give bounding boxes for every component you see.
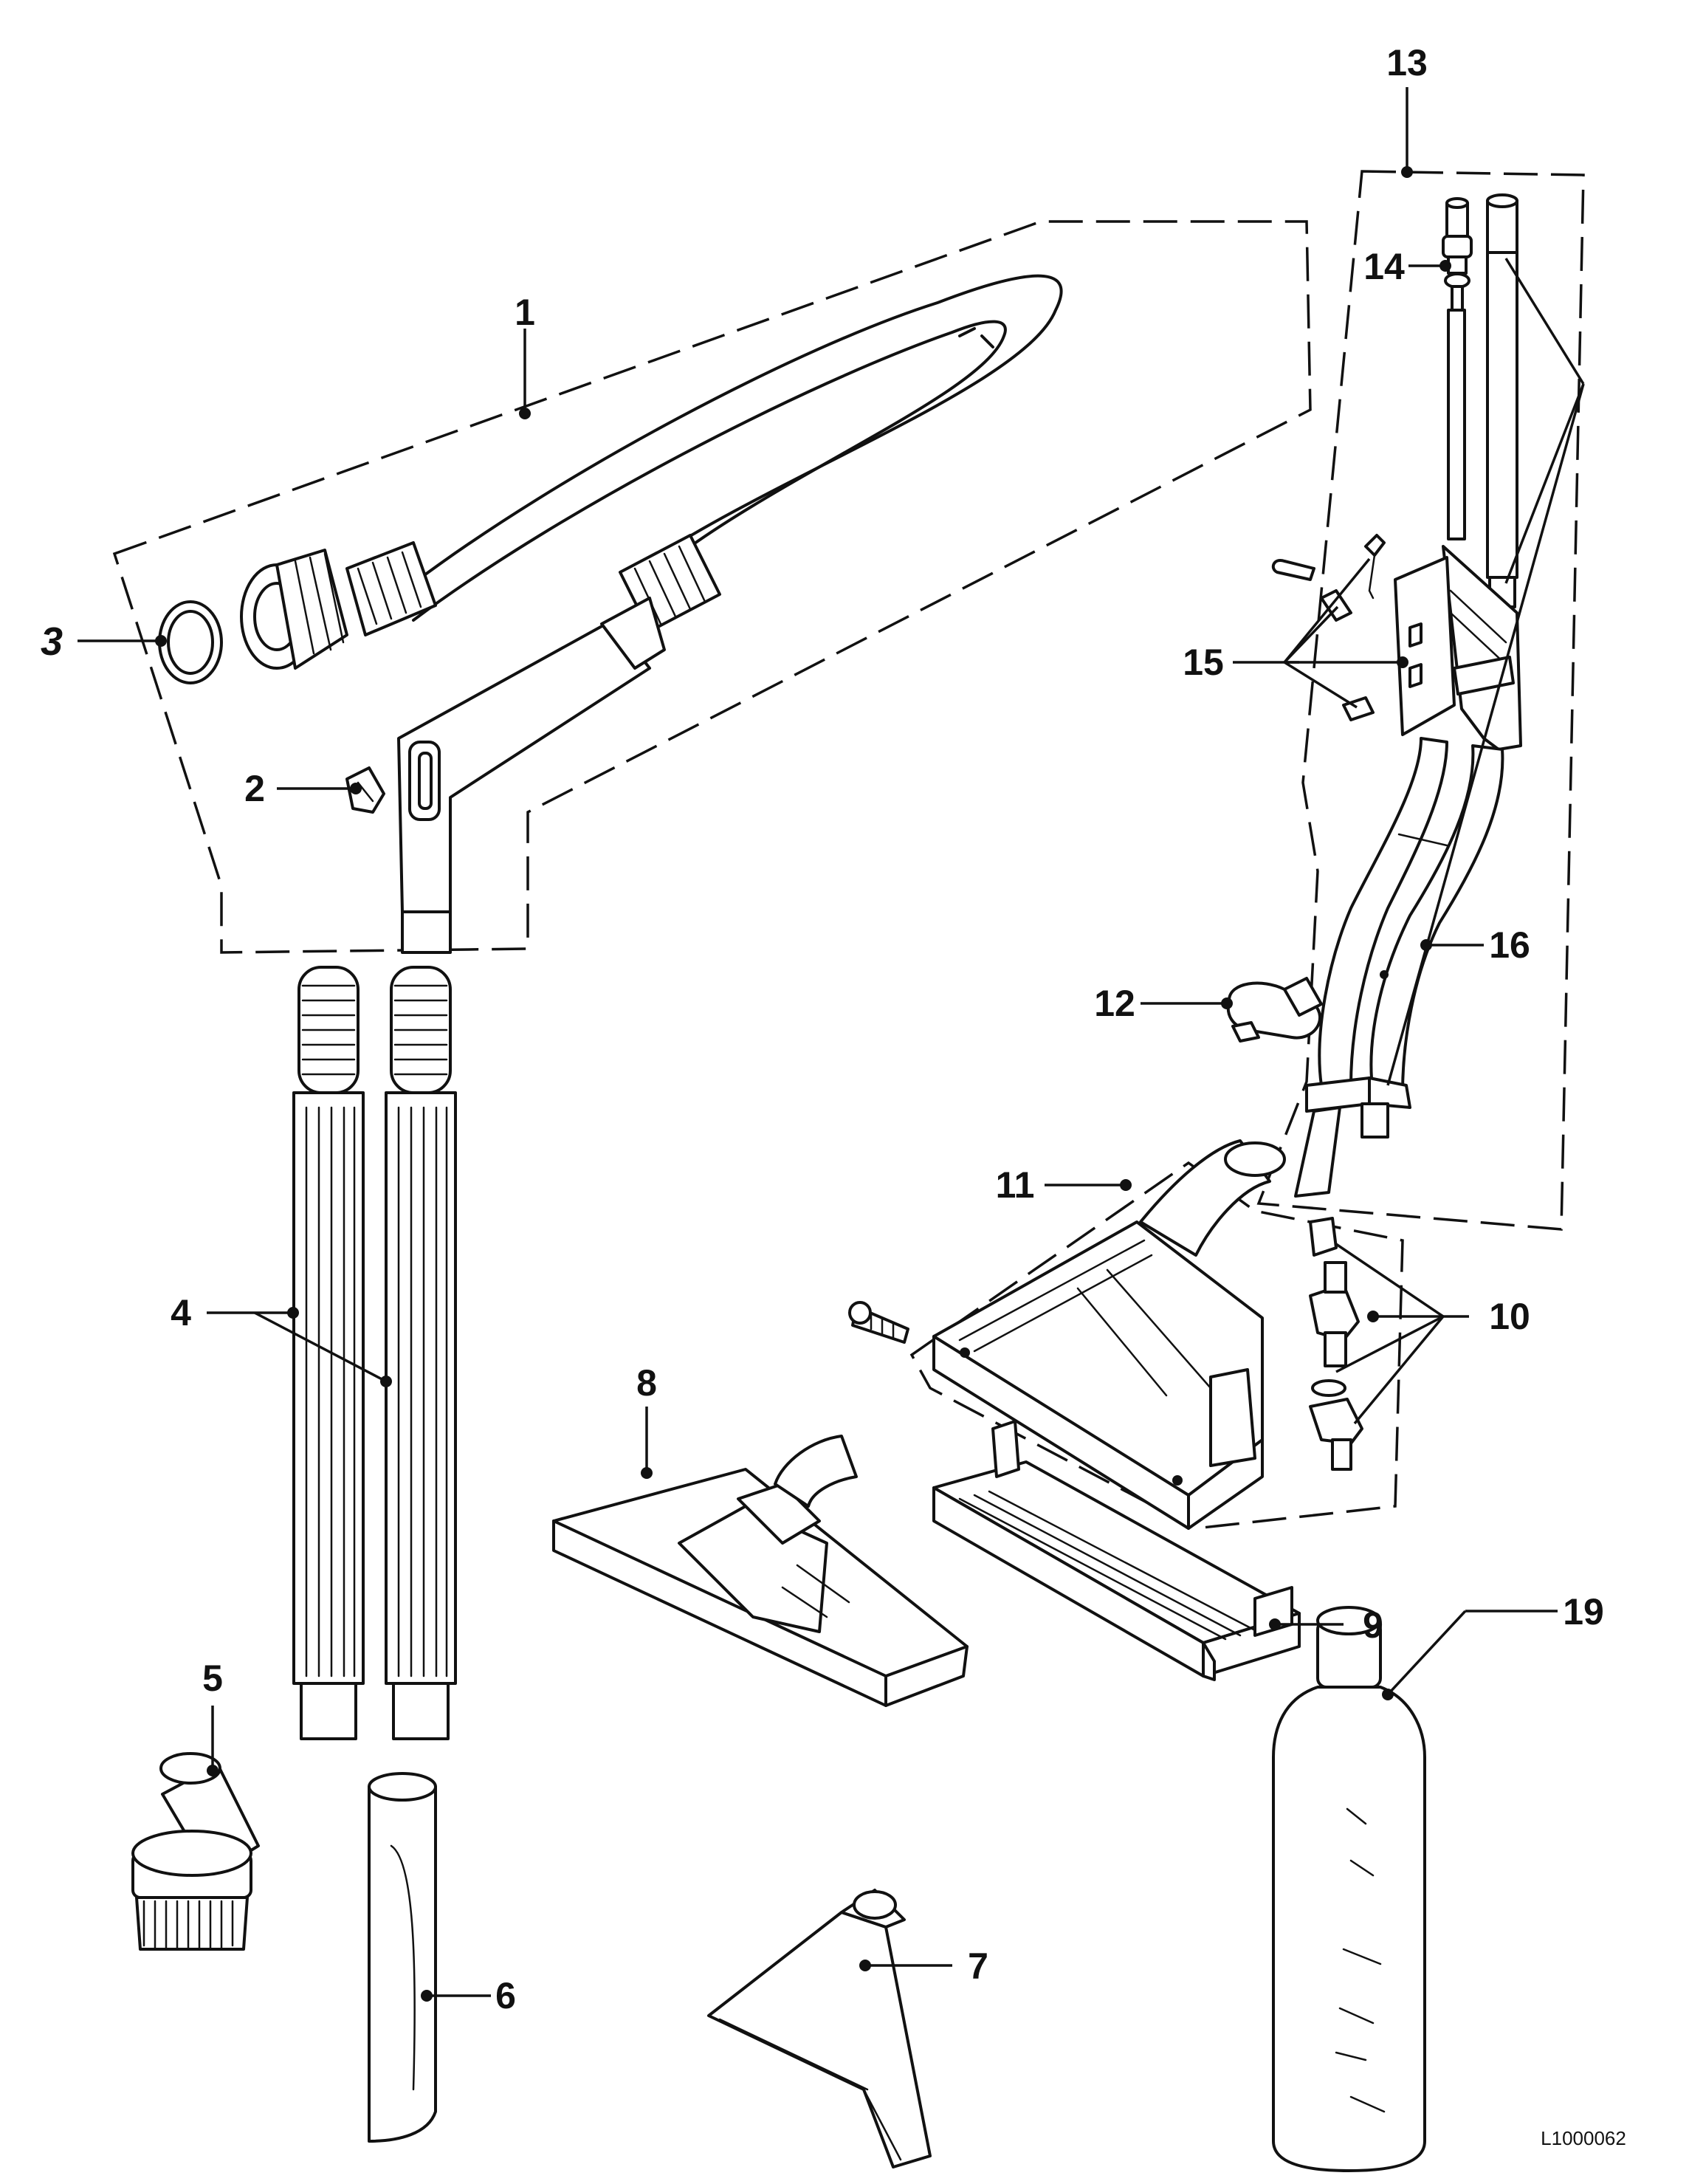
solution-tube [1445, 197, 1469, 540]
callout-1: 1 [515, 292, 535, 333]
handle-assembly-boundary [1256, 170, 1585, 1231]
callout-15: 15 [1183, 642, 1224, 683]
leader-lines [78, 87, 1585, 2002]
wand-coupling [1294, 1076, 1411, 1198]
callout-16: 16 [1489, 924, 1530, 966]
extension-wand-left [292, 966, 365, 1740]
reference-code: L1000062 [1541, 2127, 1626, 2149]
hose-swivel-connector [240, 549, 348, 670]
callout-9: 9 [1363, 1604, 1383, 1646]
callout-3: 3 [41, 619, 63, 664]
callout-14: 14 [1363, 246, 1405, 287]
callout-2: 2 [244, 768, 265, 809]
dusting-brush [131, 1752, 260, 1951]
valve-fittings [1309, 1217, 1363, 1471]
callout-5: 5 [202, 1658, 223, 1699]
spray-nozzle [932, 1139, 1286, 1530]
callout-19: 19 [1563, 1591, 1604, 1632]
hose-clamp [1226, 977, 1323, 1043]
crevice-tool [368, 1772, 437, 2143]
callout-11: 11 [996, 1164, 1035, 1206]
hose-clip [345, 766, 385, 814]
callout-8: 8 [636, 1362, 657, 1404]
screw [848, 1301, 909, 1344]
tube-fitting [1442, 235, 1473, 312]
upholstery-tool [707, 1889, 932, 2168]
handle-grip [1394, 545, 1522, 751]
curved-wand [1318, 737, 1504, 1094]
wand-tube [1486, 193, 1518, 608]
extension-wand-right [385, 966, 457, 1740]
callout-13: 13 [1386, 42, 1428, 83]
hose-handle [397, 597, 666, 954]
callout-6: 6 [495, 1975, 516, 2016]
floor-nozzle [552, 1435, 969, 1707]
callout-12: 12 [1094, 983, 1135, 1024]
callout-4: 4 [171, 1292, 191, 1333]
nozzle-bracket [932, 1420, 1301, 1681]
o-ring [158, 600, 223, 684]
callout-10: 10 [1489, 1296, 1530, 1337]
hose-assembly-boundary [112, 220, 1312, 954]
flexible-hose [345, 274, 1063, 636]
cleaning-solution-bottle [1272, 1606, 1426, 2172]
callout-7: 7 [968, 1946, 988, 1987]
